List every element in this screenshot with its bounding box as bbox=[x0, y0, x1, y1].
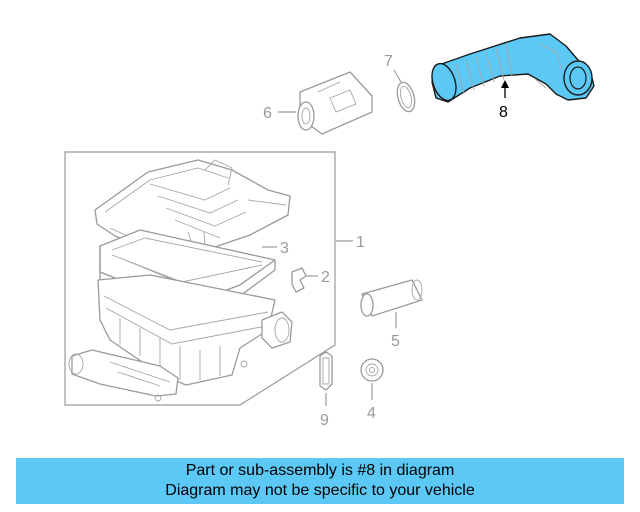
callout-1: 1 bbox=[356, 234, 365, 251]
air-cleaner-lower-housing bbox=[68, 274, 293, 402]
gasket-part bbox=[319, 351, 333, 391]
o-ring-part bbox=[396, 81, 416, 113]
banner-line-2: Diagram may not be specific to your vehi… bbox=[165, 482, 475, 499]
callout-labels: 1 2 3 4 5 6 7 8 9 bbox=[263, 53, 508, 429]
callout-9: 9 bbox=[320, 412, 329, 429]
callout-2: 2 bbox=[321, 269, 330, 286]
mass-airflow-sensor-part bbox=[297, 71, 373, 135]
grommet-part bbox=[360, 358, 384, 382]
info-banner: Part or sub-assembly is #8 in diagram Di… bbox=[16, 458, 624, 504]
callout-4: 4 bbox=[367, 405, 376, 422]
hose-part bbox=[360, 279, 423, 317]
banner-line-1: Part or sub-assembly is #8 in diagram bbox=[185, 462, 455, 479]
assembly-frame bbox=[64, 151, 336, 406]
callout-5: 5 bbox=[391, 333, 400, 350]
callout-6: 6 bbox=[263, 105, 272, 122]
clip-part bbox=[291, 267, 307, 293]
callout-3: 3 bbox=[280, 240, 289, 257]
callout-7: 7 bbox=[384, 53, 393, 70]
leader-lines bbox=[262, 69, 509, 406]
air-intake-hose-highlighted bbox=[431, 33, 595, 103]
callout-8: 8 bbox=[499, 104, 508, 121]
